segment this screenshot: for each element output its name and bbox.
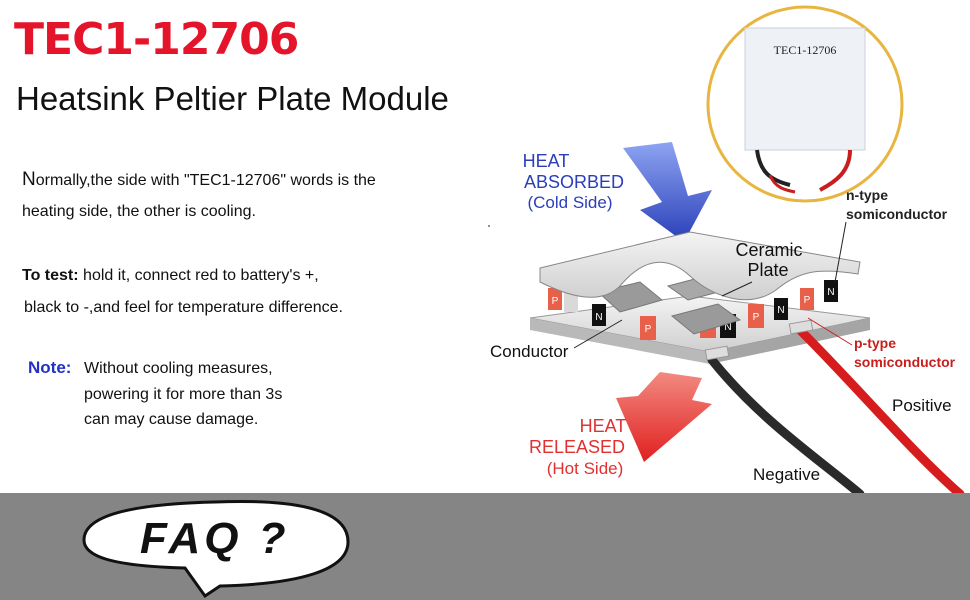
pellet-p-mark: P bbox=[645, 324, 652, 335]
semiconductor-pellets: P N P P N P N P N bbox=[548, 280, 838, 340]
top-ceramic-plate bbox=[539, 231, 861, 301]
cold-side-label: (Cold Side) bbox=[527, 193, 612, 212]
test-line-1: hold it, connect red to battery's +, bbox=[78, 267, 319, 284]
faq-label: FAQ ? bbox=[140, 514, 290, 563]
ptype-label: somiconductor bbox=[854, 354, 956, 370]
conductor-label: Conductor bbox=[490, 342, 569, 361]
pellet-n-mark: N bbox=[595, 312, 602, 323]
note-line-3: can may cause damage. bbox=[84, 411, 259, 428]
description-initial: N bbox=[22, 169, 36, 190]
note-label: Note: bbox=[28, 358, 72, 377]
pellet-p-mark: P bbox=[552, 296, 559, 307]
ceramic-plate-label: Plate bbox=[747, 260, 788, 280]
heat-released-label: RELEASED bbox=[529, 437, 625, 457]
pellet-n-mark: N bbox=[777, 305, 784, 316]
negative-label: Negative bbox=[753, 465, 820, 484]
ceramic-plate-label: Ceramic bbox=[735, 240, 802, 260]
note-line-2: powering it for more than 3s bbox=[84, 386, 283, 403]
description-line-2: heating side, the other is cooling. bbox=[22, 203, 256, 220]
heat-absorbed-label: HEAT bbox=[523, 151, 570, 171]
heat-released-arrow bbox=[616, 372, 712, 462]
module-photo-inset: TEC1-12706 bbox=[706, 5, 904, 203]
positive-wire bbox=[795, 325, 965, 499]
heat-absorbed-arrow bbox=[623, 142, 712, 242]
pellet-n-mark: N bbox=[724, 322, 731, 333]
ntype-label: n-type bbox=[846, 187, 888, 203]
description-line-1: ormally,the side with "TEC1-12706" words… bbox=[35, 172, 376, 189]
module-label: TEC1-12706 bbox=[774, 43, 837, 57]
heat-released-label: HEAT bbox=[580, 416, 627, 436]
pellet-p-mark: P bbox=[804, 295, 811, 306]
heat-absorbed-label: ABSORBED bbox=[524, 172, 624, 192]
ptype-label: p-type bbox=[854, 335, 896, 351]
positive-label: Positive bbox=[892, 396, 952, 415]
hot-side-label: (Hot Side) bbox=[547, 459, 624, 478]
description-paragraph: Normally,the side with "TEC1-12706" word… bbox=[22, 170, 376, 191]
product-title: TEC1-12706 bbox=[14, 14, 299, 65]
product-subtitle: Heatsink Peltier Plate Module bbox=[16, 80, 449, 117]
test-label: To test: bbox=[22, 267, 79, 284]
negative-wire bbox=[707, 355, 865, 499]
test-line-2: black to -,and feel for temperature diff… bbox=[24, 299, 343, 316]
pellet-p-mark: P bbox=[753, 312, 760, 323]
ntype-label: somiconductor bbox=[846, 206, 948, 222]
note-line-1: Without cooling measures, bbox=[84, 360, 273, 377]
test-instructions: To test: hold it, connect red to battery… bbox=[22, 266, 319, 286]
pellet-n-mark: N bbox=[827, 287, 834, 298]
